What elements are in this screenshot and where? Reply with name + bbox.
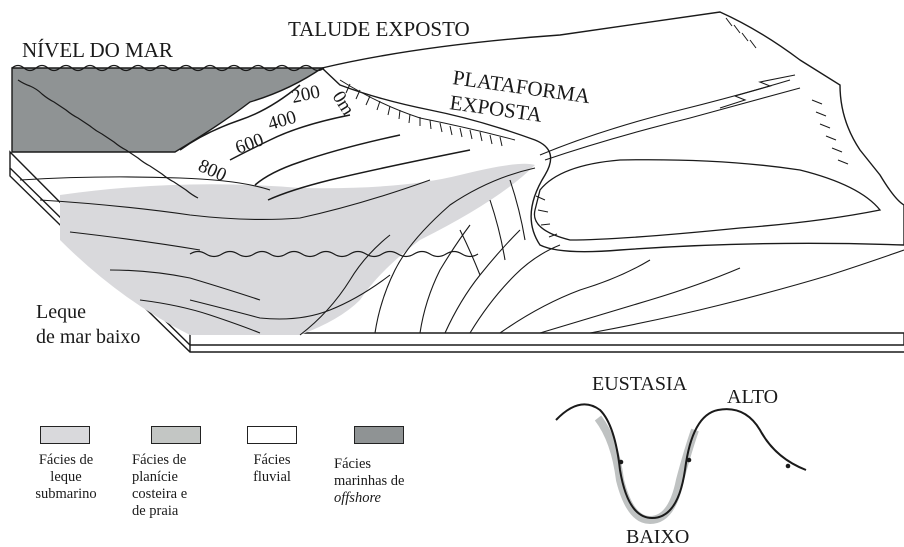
legend-line: Fácies — [334, 456, 372, 472]
incised-valley — [533, 159, 882, 241]
legend-swatch-coastal-plain — [151, 426, 201, 444]
eustasia-low-label: BAIXO — [626, 526, 689, 547]
sea-level-label: NÍVEL DO MAR — [22, 38, 173, 62]
legend-line: fluvial — [253, 469, 291, 485]
sea-level-section-line — [17, 79, 199, 199]
eustasia-title: EUSTASIA — [592, 373, 688, 395]
offshore-sea-area — [11, 67, 325, 153]
legend-line: de praia — [132, 503, 179, 519]
leque-label: Leque — [36, 301, 86, 323]
section-strata — [19, 167, 904, 336]
depth-contours — [179, 84, 471, 201]
sea-level-line — [11, 64, 325, 72]
submarine-fan-area — [60, 163, 535, 335]
legend-line: planície — [132, 469, 178, 485]
legend-line-italic: offshore — [334, 490, 381, 506]
leque-label-2: de mar baixo — [36, 326, 140, 348]
legend-line: Fácies — [253, 452, 291, 468]
sea-level-front-line — [189, 250, 479, 258]
eustasy-curve — [555, 403, 807, 525]
fluvial-channels — [539, 74, 801, 161]
contour-0m-label: 0m — [328, 88, 359, 120]
legend-line: leque — [50, 469, 82, 485]
curve-point — [785, 463, 791, 469]
legend-label-coastal-plain: Fácies de planície costeira e de praia — [132, 452, 187, 520]
legend-label-offshore: Fácies marinhas de offshore — [334, 456, 404, 507]
legend-line: marinhas de — [334, 473, 405, 489]
legend-swatch-offshore — [354, 426, 404, 444]
curve-point — [686, 457, 692, 463]
legend-swatch-submarine-fan — [40, 426, 90, 444]
legend-line: submarino — [35, 486, 97, 502]
contour-200-label: 200 — [290, 81, 322, 107]
contour-600-label: 600 — [233, 129, 267, 158]
legend-line: costeira e — [132, 486, 188, 502]
slope-hachures — [339, 17, 849, 165]
talude-label: TALUDE EXPOSTO — [288, 17, 470, 41]
legend-label-fluvial: Fácies fluvial — [243, 452, 301, 486]
eustasia-high-label: ALTO — [727, 386, 778, 408]
curve-point — [618, 459, 624, 465]
legend-line: Fácies de — [38, 452, 94, 468]
legend-line: Fácies de — [132, 452, 187, 468]
valley-hachures — [535, 195, 558, 238]
legend-swatch-fluvial — [247, 426, 297, 444]
legend-label-submarine-fan: Fácies de leque submarino — [30, 452, 102, 503]
